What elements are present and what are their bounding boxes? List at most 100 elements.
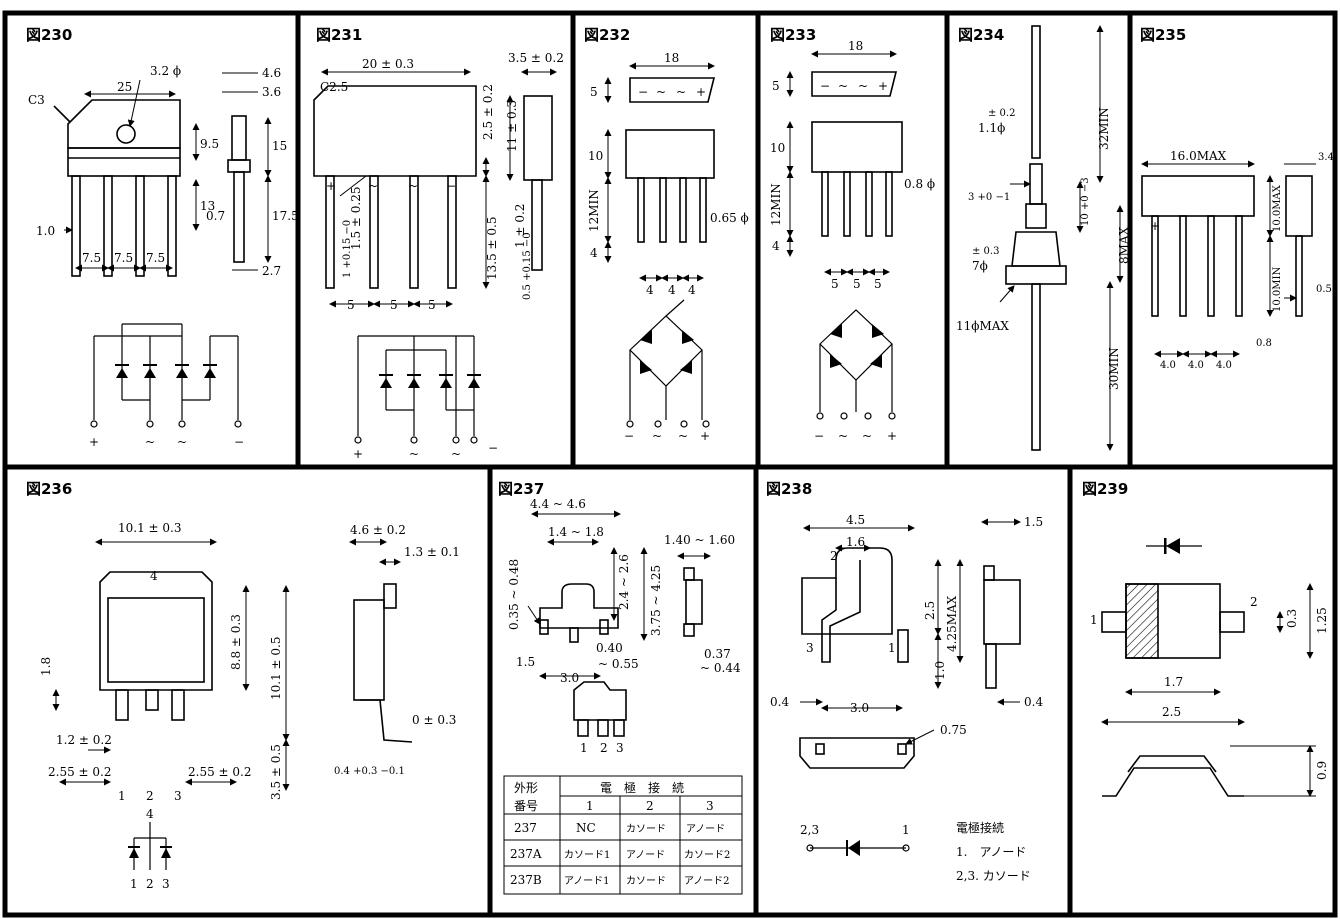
f233-term-ac1: ~ xyxy=(838,429,848,443)
f234-d3: 3 +0 −1 xyxy=(968,192,1010,203)
f232-diode-icons xyxy=(640,330,694,374)
f233-h10: 10 xyxy=(770,141,785,155)
f232-mark-plus: + xyxy=(696,85,706,99)
f230-term-ac1: ~ xyxy=(145,435,155,449)
f238-w45: 4.5 xyxy=(846,513,865,527)
f238-p30: 3.0 xyxy=(850,701,869,715)
f230-p75a: 7.5 xyxy=(82,251,101,265)
f239-h03: 0.3 xyxy=(1285,609,1299,628)
f237-r0c2: カソード xyxy=(626,823,666,835)
f235-t05: 0.5 xyxy=(1316,284,1332,295)
f231-side xyxy=(523,95,553,181)
f238-p04a: 0.4 xyxy=(770,695,789,709)
f230-body xyxy=(67,99,181,149)
f230-w25: 25 xyxy=(117,80,132,94)
f238-t075: 0.75 xyxy=(940,723,967,737)
f231-p05: 0.5 +0.15 −0 xyxy=(522,232,533,300)
f238-body xyxy=(801,547,893,635)
f231-term-ac2: ~ xyxy=(451,447,461,461)
f238-side xyxy=(983,579,1021,645)
f237-p035: 0.35 ~ 0.48 xyxy=(507,559,521,630)
f234-d11: 1.1ϕ xyxy=(978,121,1005,135)
f230-diode-icons xyxy=(115,364,217,378)
f232-h10: 10 xyxy=(588,149,603,163)
f236-c-n1: 1 xyxy=(130,877,138,891)
f233-term-ac2: ~ xyxy=(862,429,872,443)
f234-d11max: 11ϕMAX xyxy=(956,319,1009,333)
f230-t27: 2.7 xyxy=(262,264,281,278)
f239-h125: 1.25 xyxy=(1315,607,1329,634)
f236-t46: 4.6 ± 0.2 xyxy=(350,523,406,537)
f236-t13: 1.3 ± 0.1 xyxy=(404,545,460,559)
f233-mark-minus: − xyxy=(820,79,830,93)
f232-w18: 18 xyxy=(664,51,679,65)
f231-p5b: 5 xyxy=(390,298,398,312)
f237-side xyxy=(685,579,703,625)
f238-n3: 3 xyxy=(806,641,814,655)
figure-238-title: 図238 xyxy=(766,480,812,498)
f237-outline xyxy=(573,681,627,721)
f238-legend-2: 2,3. カソード xyxy=(956,869,1031,883)
f233-w18: 18 xyxy=(848,39,863,53)
f233-term-minus: − xyxy=(814,429,824,443)
f236-p255b: 2.55 ± 0.2 xyxy=(188,765,252,779)
f231-p15: 1.5 ± 0.25 xyxy=(349,187,363,251)
f230-h13: 13 xyxy=(200,199,215,213)
f239-diode-icon xyxy=(1146,538,1202,554)
figure-237: 図237 4.4 ~ 4.6 1.4 ~ 1.8 2.4 ~ 2.6 3.7 xyxy=(498,480,743,895)
f231-c25: C2.5 xyxy=(320,80,348,94)
figure-237-title: 図237 xyxy=(498,480,544,498)
f233-mark-plus: + xyxy=(878,79,888,93)
figure-231-title: 図231 xyxy=(316,26,362,44)
f234-d7: 7ϕ xyxy=(972,259,988,273)
f238-sym-1: 1 xyxy=(902,823,910,837)
f237-r2c3: アノード2 xyxy=(684,876,729,887)
f237-r1c2: アノード xyxy=(626,850,665,861)
f230-p75c: 7.5 xyxy=(146,251,165,265)
f236-c-n4: 4 xyxy=(146,807,154,821)
f234-h30: 30MIN xyxy=(1107,347,1121,390)
f235-p40a: 4.0 xyxy=(1160,360,1176,371)
f232-p4a: 4 xyxy=(646,283,654,297)
f236-n2: 2 xyxy=(146,789,154,803)
f237-r2c2: カソード xyxy=(626,875,666,887)
f234-body xyxy=(1011,231,1061,267)
f233-bridge xyxy=(816,309,896,420)
f237-table-h2: 電 極 接 続 xyxy=(600,780,684,795)
f236-c-n2: 2 xyxy=(146,877,154,891)
figure-236-title: 図236 xyxy=(26,480,72,498)
f235-p40c: 4.0 xyxy=(1216,360,1232,371)
figure-230-title: 図230 xyxy=(26,26,72,44)
f230-term-plus: + xyxy=(89,435,99,449)
f230-circuit xyxy=(90,323,242,428)
f237-r1c1: カソード1 xyxy=(564,849,610,861)
f231-w20: 20 ± 0.3 xyxy=(362,57,414,71)
f230-h95: 9.5 xyxy=(200,137,219,151)
f236-t04: 0.4 +0.3 −0.1 xyxy=(334,766,405,777)
f237-body xyxy=(539,583,619,629)
f233-body xyxy=(811,121,903,173)
f231-mark-minus: − xyxy=(446,179,456,193)
f238-t15: 1.5 xyxy=(1024,515,1043,529)
f234-tol02: ± 0.2 xyxy=(988,108,1015,119)
f236-h35: 3.5 ± 0.5 xyxy=(269,744,283,800)
f238-n1: 1 xyxy=(888,641,896,655)
figure-235-title: 図235 xyxy=(1140,26,1186,44)
f236-p255a: 2.55 ± 0.2 xyxy=(48,765,112,779)
f235-side xyxy=(1285,175,1313,237)
f231-mark-plus: + xyxy=(326,179,336,193)
f235-h10: 10.0MAX xyxy=(1272,184,1283,232)
f230-p75b: 7.5 xyxy=(114,251,133,265)
f236-side xyxy=(353,599,385,701)
f232-term-ac2: ~ xyxy=(678,429,688,443)
f238-legend-1: 1. アノード xyxy=(956,845,1026,859)
f231-h11: 11 ± 0.3 xyxy=(505,100,519,152)
f233-mark-ac1: ~ xyxy=(838,79,848,93)
f237-p055: ~ 0.55 xyxy=(598,657,639,671)
f231-t35: 3.5 ± 0.2 xyxy=(508,51,564,65)
figure-238: 図238 4.5 1.6 1.5 2.5 4.25MA xyxy=(766,480,1043,883)
f237-r1c3: カソード2 xyxy=(684,849,730,861)
f237-h375: 3.75 ~ 4.25 xyxy=(649,565,663,636)
f231-diode-icons xyxy=(379,374,481,388)
figure-231: 図231 C2.5 20 ± 0.3 3.5 ± 0.2 2.5 ± 0.2 1… xyxy=(313,26,564,461)
